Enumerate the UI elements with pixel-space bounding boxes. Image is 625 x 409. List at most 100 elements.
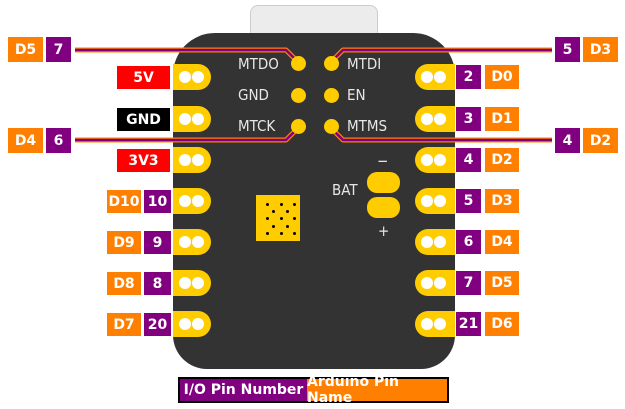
- label-en: EN: [347, 86, 366, 104]
- right-pad: [415, 64, 455, 90]
- right-pin-arduino: D1: [485, 107, 519, 131]
- right-pin-arduino: D2: [485, 148, 519, 172]
- chip-dot: [286, 225, 289, 228]
- pad-hole: [179, 318, 191, 330]
- pad-hole: [179, 277, 191, 289]
- pad-hole: [434, 71, 446, 83]
- left-pin-gnd: GND: [117, 108, 170, 131]
- callout-mtdi-arduino: D3: [583, 37, 618, 62]
- chip: [256, 195, 300, 241]
- chip-dot: [266, 232, 269, 235]
- legend-arduino: Arduino Pin Name: [307, 374, 447, 406]
- pad-hole: [192, 195, 204, 207]
- left-pad: [173, 147, 211, 173]
- left-pad: [173, 270, 211, 296]
- right-pad: [415, 106, 455, 132]
- pad-hole: [434, 277, 446, 289]
- left-pad: [173, 311, 211, 337]
- legend: I/O Pin Number Arduino Pin Name: [178, 374, 449, 406]
- pin-gnd: [291, 88, 306, 103]
- right-pin-io: 6: [456, 230, 481, 254]
- left-pin-3v3: 3V3: [117, 149, 170, 172]
- pad-hole: [421, 318, 433, 330]
- pad-hole: [179, 236, 191, 248]
- pad-hole: [421, 113, 433, 125]
- right-pin-arduino: D4: [485, 230, 519, 254]
- pad-hole: [421, 195, 433, 207]
- pin-mtdo: [291, 56, 306, 71]
- pad-hole: [179, 154, 191, 166]
- left-pin-arduino: D9: [107, 231, 141, 254]
- right-pad: [415, 147, 455, 173]
- pad-hole: [179, 195, 191, 207]
- pad-hole: [192, 71, 204, 83]
- chip-dot: [280, 232, 283, 235]
- right-pin-arduino: D3: [485, 189, 519, 213]
- pad-hole: [421, 236, 433, 248]
- battery-minus: −: [377, 152, 389, 170]
- callout-mtck-io: 6: [46, 128, 71, 153]
- pad-hole: [192, 277, 204, 289]
- label-mtck: MTCK: [238, 117, 276, 135]
- label-gnd: GND: [238, 86, 269, 104]
- battery-label: BAT: [332, 181, 358, 199]
- pad-hole: [434, 236, 446, 248]
- callout-mtdi-io: 5: [555, 37, 580, 62]
- right-pin-io: 5: [456, 189, 481, 213]
- left-pad: [173, 64, 211, 90]
- left-pin-io: 8: [144, 272, 171, 295]
- pad-hole: [434, 195, 446, 207]
- chip-dot: [286, 210, 289, 213]
- chip-dot: [280, 203, 283, 206]
- battery-pad-negative: [367, 172, 400, 193]
- right-pin-arduino: D6: [485, 312, 519, 336]
- chip-dot: [280, 217, 283, 220]
- left-pin-arduino: D8: [107, 272, 141, 295]
- chip-dot: [293, 217, 296, 220]
- left-pin-io: 20: [144, 313, 171, 336]
- callout-mtdo-io: 7: [46, 37, 71, 62]
- left-pin-io: 9: [144, 231, 171, 254]
- right-pin-arduino: D5: [485, 271, 519, 295]
- left-pin-io: 10: [144, 190, 171, 213]
- chip-dot: [272, 225, 275, 228]
- chip-dot: [272, 210, 275, 213]
- pad-hole: [192, 318, 204, 330]
- pad-hole: [434, 154, 446, 166]
- pad-hole: [179, 113, 191, 125]
- callout-mtms-arduino: D2: [583, 128, 618, 153]
- board: [173, 33, 455, 369]
- pin-en: [324, 88, 339, 103]
- chip-dot: [293, 203, 296, 206]
- label-mtms: MTMS: [347, 117, 388, 135]
- right-pin-io: 7: [456, 271, 481, 295]
- pad-hole: [434, 113, 446, 125]
- legend-io: I/O Pin Number: [180, 379, 307, 401]
- pad-hole: [421, 154, 433, 166]
- battery-plus: +: [378, 222, 390, 240]
- callout-mtck-arduino: D4: [8, 128, 43, 153]
- pad-hole: [179, 71, 191, 83]
- right-pad: [415, 270, 455, 296]
- chip-dot: [266, 203, 269, 206]
- right-pin-io: 4: [456, 148, 481, 172]
- label-mtdo: MTDO: [238, 55, 279, 73]
- right-pin-arduino: D0: [485, 65, 519, 89]
- label-mtdi: MTDI: [347, 55, 382, 73]
- chip-dot: [293, 232, 296, 235]
- pad-hole: [192, 154, 204, 166]
- callout-mtdo-arduino: D5: [8, 37, 43, 62]
- right-pin-io: 2: [456, 65, 481, 89]
- pad-hole: [421, 71, 433, 83]
- left-pin-5v: 5V: [117, 66, 170, 89]
- pin-mtdi: [324, 56, 339, 71]
- pad-hole: [192, 236, 204, 248]
- left-pin-arduino: D7: [107, 313, 141, 336]
- left-pad: [173, 188, 211, 214]
- chip-dot: [266, 217, 269, 220]
- left-pad: [173, 229, 211, 255]
- right-pad: [415, 311, 455, 337]
- pin-mtck: [291, 119, 306, 134]
- pad-hole: [192, 113, 204, 125]
- battery-pad-positive: [367, 197, 400, 218]
